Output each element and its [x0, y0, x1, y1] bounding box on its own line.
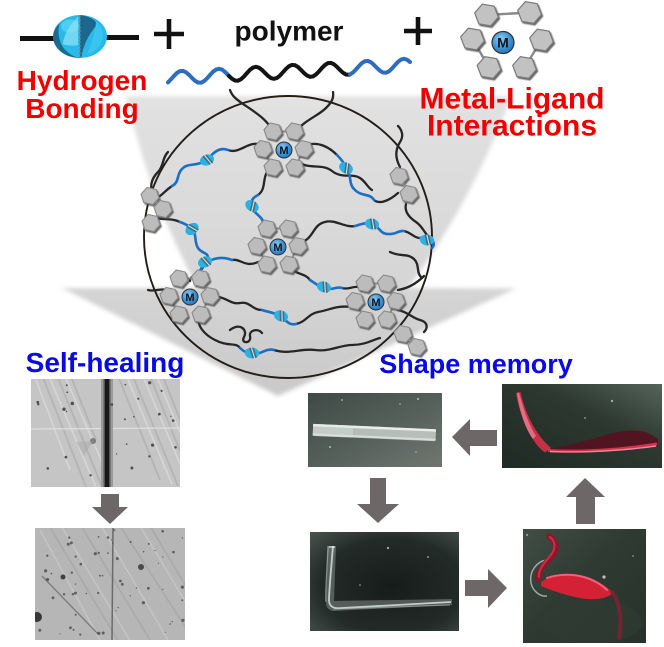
svg-text:Shape memory: Shape memory [379, 349, 573, 379]
svg-text:Interactions: Interactions [427, 110, 597, 143]
svg-text:Metal-Ligand: Metal-Ligand [420, 83, 605, 116]
svg-text:Hydrogen: Hydrogen [17, 65, 148, 96]
svg-text:polymer: polymer [235, 16, 344, 47]
svg-text:Self-healing: Self-healing [26, 347, 185, 378]
svg-text:Bonding: Bonding [25, 93, 139, 124]
svg-text:M: M [497, 35, 509, 51]
